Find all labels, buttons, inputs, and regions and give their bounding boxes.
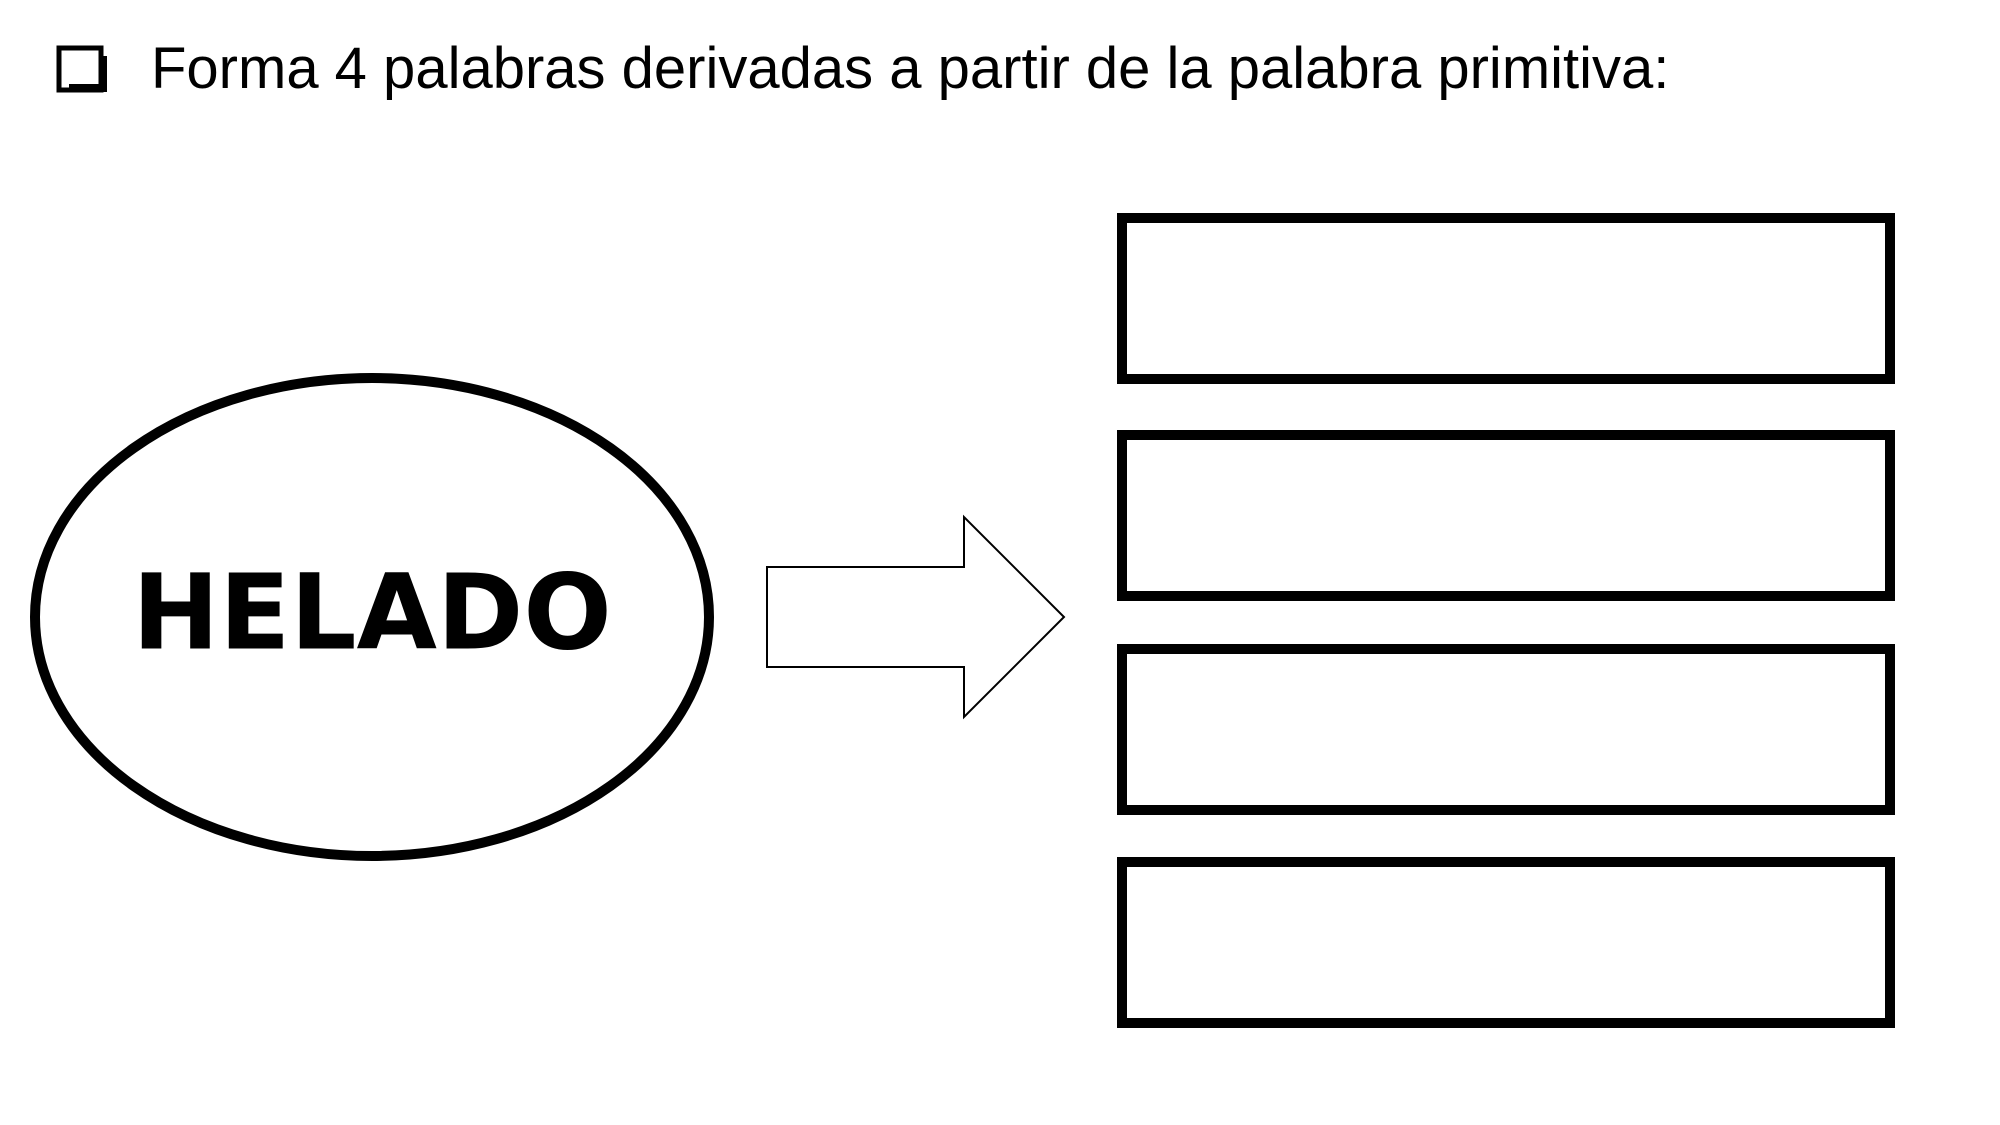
answer-box-2[interactable] — [1117, 430, 1895, 601]
primitive-word-oval: HELADO — [30, 373, 714, 861]
instruction-row: Forma 4 palabras derivadas a partir de l… — [55, 28, 1669, 108]
answer-box-1[interactable] — [1117, 213, 1895, 384]
checkbox-square-icon — [56, 45, 107, 93]
primitive-word: HELADO — [132, 551, 612, 673]
instruction-text: Forma 4 palabras derivadas a partir de l… — [151, 35, 1670, 101]
answer-box-3[interactable] — [1117, 644, 1895, 815]
answer-box-4[interactable] — [1117, 857, 1895, 1028]
arrow-right-icon — [766, 514, 1066, 720]
